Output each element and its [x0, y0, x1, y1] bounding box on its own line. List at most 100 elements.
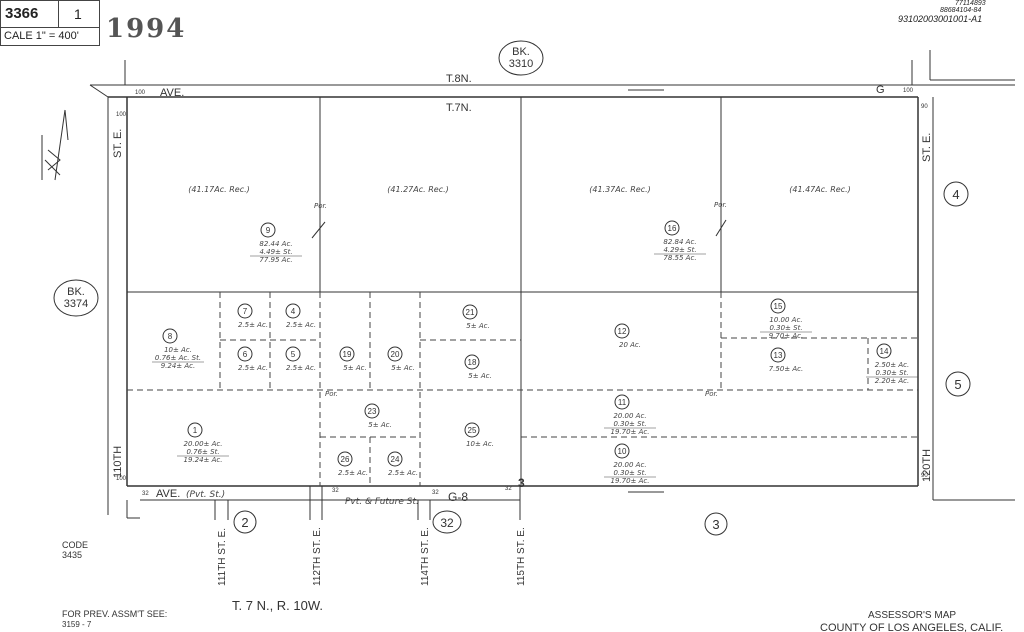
parcel-number-circle	[187, 422, 203, 438]
parcel-20: 205± Ac.	[387, 346, 415, 372]
parcel-number-circle	[285, 346, 301, 362]
parcel-acreage: 10± Ac.	[164, 346, 192, 354]
parcel-19: 195± Ac.	[339, 346, 367, 372]
st-111th-label: 111TH ST. E.	[217, 528, 228, 586]
parcel-26: 262.5± Ac.	[337, 451, 368, 477]
dim-label: 100	[903, 88, 914, 94]
parcel-number: 14	[880, 347, 889, 356]
scale-box: CALE 1" = 400'	[0, 27, 100, 46]
parcel-10: 1020.00 Ac.0.30± St.19.70± Ac.	[604, 443, 656, 485]
parcel-number-circle	[464, 422, 480, 438]
parcel-acreage: 82.84 Ac.	[663, 238, 696, 246]
parcel-acreage: 2.5± Ac.	[238, 364, 268, 372]
parcel-number: 4	[291, 307, 296, 316]
private-street-label: (Pvt. St.)	[186, 490, 225, 500]
map-year: 1994	[106, 14, 187, 44]
block-number: 5	[954, 377, 961, 392]
parcel-number-circle	[387, 451, 403, 467]
parcel-number: 18	[468, 358, 477, 367]
block-circle-4: 4	[943, 181, 969, 207]
parcel-acreage: 19.70± Ac.	[611, 477, 650, 485]
parcel-acreage: 5± Ac.	[466, 322, 489, 330]
rec-acres-4: (41.47Ac. Rec.)	[789, 185, 851, 194]
parcel-acreage: 0.76± St.	[186, 448, 219, 456]
ref-number-mid: 88684104-84	[940, 7, 982, 14]
dim-label: 100	[116, 476, 127, 482]
rec-acres-1: (41.17Ac. Rec.)	[188, 185, 250, 194]
rec-acres-3: (41.37Ac. Rec.)	[589, 185, 651, 194]
parcel-number-circle	[664, 220, 680, 236]
code-label: CODE	[62, 540, 88, 550]
parcel-acreage: 0.30± St.	[613, 469, 646, 477]
dim-label: 32	[142, 491, 149, 497]
parcel-acreage: 4.29± St.	[663, 246, 696, 254]
parcel-number-circle	[337, 451, 353, 467]
parcel-number: 23	[368, 407, 377, 416]
parcel-acreage: 78.55 Ac.	[663, 254, 696, 262]
parcel-acreage: 7.50± Ac.	[769, 365, 804, 373]
parcel-number: 13	[774, 351, 783, 360]
parcel-number: 1	[193, 426, 198, 435]
bk-3310-line2: 3310	[509, 58, 533, 70]
parcel-acreage: 2.5± Ac.	[286, 321, 316, 329]
dim-label: 32	[332, 488, 339, 494]
st-120th-label: 120TH	[921, 449, 933, 482]
parcel-number: 20	[391, 350, 400, 359]
portion-label: Por.	[325, 390, 338, 398]
st-114th-label: 114TH ST. E.	[420, 527, 431, 586]
parcel-23: 235± Ac.	[364, 403, 392, 429]
book-number-box: 3366	[0, 0, 60, 29]
township-range: T. 7 N., R. 10W.	[232, 598, 323, 613]
block-number: 32	[440, 516, 454, 530]
parcel-number: 12	[618, 327, 627, 336]
parcel-13: 13 7.50± Ac.	[769, 347, 804, 373]
township-label-t8n: T.8N.	[446, 73, 472, 85]
parcel-number: 15	[774, 302, 783, 311]
parcel-acreage: 10± Ac.	[466, 440, 494, 448]
portion-label: Por.	[714, 201, 727, 209]
parcel-acreage: 0.76± Ac. St.	[155, 354, 201, 362]
parcel-acreage: 2.20± Ac.	[875, 377, 910, 385]
bk-3374-line1: BK.	[67, 286, 85, 298]
parcel-acreage: 9.70± Ac.	[769, 332, 804, 340]
parcel-number-circle	[339, 346, 355, 362]
st-e-right-label: ST. E.	[921, 133, 933, 162]
parcel-14: 142.50± Ac.0.30± St.2.20± Ac.	[866, 343, 918, 385]
avenue-g8-label: G-8	[448, 490, 468, 504]
parcel-number-circle	[464, 354, 480, 370]
dim-label: 100	[116, 112, 127, 118]
bk-3310-line1: BK.	[512, 46, 530, 58]
parcel-acreage: 0.30± St.	[769, 324, 802, 332]
parcel-21: 215± Ac.	[462, 304, 490, 330]
parcel-number-circle	[462, 304, 478, 320]
parcel-number-circle	[387, 346, 403, 362]
rec-acres-2: (41.27Ac. Rec.)	[387, 185, 449, 194]
parcel-number: 5	[291, 350, 296, 359]
avenue-label-bottom: AVE.	[156, 488, 180, 500]
parcel-acreage: 20 Ac.	[619, 341, 641, 349]
dim-label: 90	[921, 473, 928, 479]
parcel-acreage: 20.00± Ac.	[184, 440, 223, 448]
parcel-acreage: 2.5± Ac.	[238, 321, 268, 329]
parcel-acreage: 77.95 Ac.	[259, 256, 292, 264]
parcel-number-circle	[614, 443, 630, 459]
book-ref-3310: BK. 3310	[498, 40, 544, 76]
parcel-18: 185± Ac.	[464, 354, 492, 380]
parcel-9: 982.44 Ac.4.49± St.77.95 Ac.	[250, 222, 302, 264]
assessor-map-title: ASSESSOR'S MAP	[868, 610, 956, 621]
portion-label: Por.	[314, 202, 327, 210]
st-112th-label: 112TH ST. E.	[312, 527, 323, 586]
prev-assessment-label: FOR PREV. ASSM'T SEE:	[62, 609, 167, 619]
parcel-number: 11	[618, 398, 627, 407]
parcel-acreage: 2.5± Ac.	[286, 364, 316, 372]
avenue-label-top: AVE.	[160, 87, 184, 99]
north-arrow-icon	[41, 109, 69, 181]
parcel-number: 9	[266, 226, 271, 235]
parcel-number: 8	[168, 332, 173, 341]
parcel-7: 72.5± Ac.	[237, 303, 268, 329]
parcel-number-circle	[162, 328, 178, 344]
